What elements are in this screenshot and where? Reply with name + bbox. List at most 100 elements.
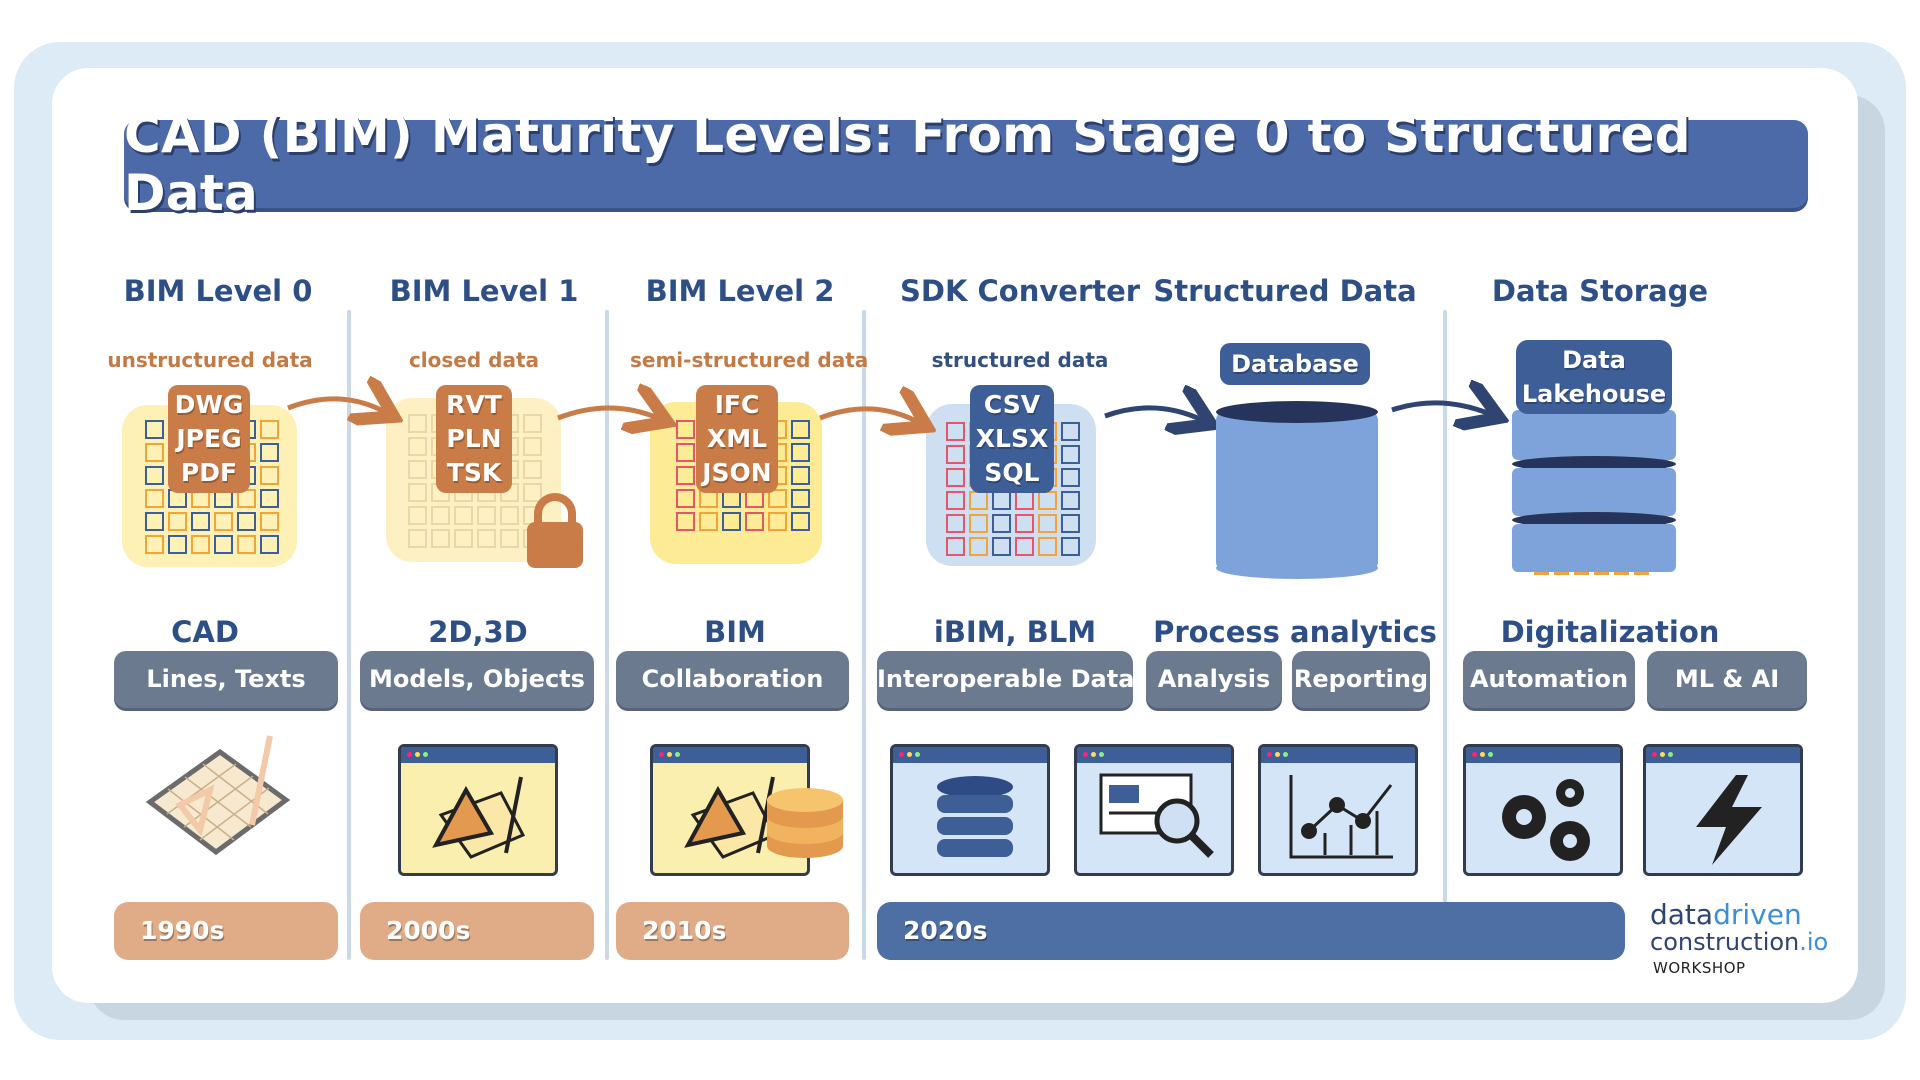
data-cell: [1015, 514, 1034, 533]
category-2d3d: 2D,3D: [428, 615, 528, 649]
subheading-unstructured: unstructured data: [107, 348, 313, 372]
era-2000s: 2000s: [360, 902, 594, 960]
arrow-icon: [287, 399, 385, 412]
pill-interoperable-data: Interoperable Data: [877, 651, 1134, 708]
chart-window-icon: [1258, 744, 1418, 876]
data-cell: [145, 489, 164, 508]
heading-structured-data: Structured Data: [1153, 274, 1417, 308]
format-dwg: DWG: [174, 390, 244, 419]
data-cell: [237, 512, 256, 531]
data-cell: [408, 460, 427, 479]
data-cell: [237, 535, 256, 554]
data-cell: [260, 466, 279, 485]
subheading-structured: structured data: [931, 348, 1109, 372]
data-cell: [214, 512, 233, 531]
format-jpeg: JPEG: [176, 424, 242, 453]
data-cell: [768, 512, 787, 531]
format-csv: CSV: [983, 390, 1041, 419]
data-cell: [768, 489, 787, 508]
heading-data-storage: Data Storage: [1491, 274, 1709, 308]
database-label: Database: [1220, 343, 1370, 385]
data-cell: [523, 460, 542, 479]
data-cell: [946, 422, 965, 441]
heading-bim-level-2: BIM Level 2: [645, 274, 835, 308]
pill-automation: Automation: [1463, 651, 1635, 708]
data-cell: [946, 491, 965, 510]
format-card-level1: RVT PLN TSK: [436, 385, 512, 493]
format-tsk: TSK: [446, 458, 502, 487]
arrow-icon: [819, 409, 918, 422]
category-ibim: iBIM, BLM: [933, 615, 1097, 649]
data-cell: [477, 529, 496, 548]
data-cell: [1015, 537, 1034, 556]
data-cell: [745, 512, 764, 531]
data-cell: [523, 437, 542, 456]
data-cell: [408, 529, 427, 548]
data-cell: [431, 529, 450, 548]
format-card-level0: DWG JPEG PDF: [168, 385, 250, 493]
data-cell: [523, 414, 542, 433]
data-cell: [791, 489, 810, 508]
data-cell: [676, 466, 695, 485]
data-cell: [408, 483, 427, 502]
data-cell: [676, 512, 695, 531]
pill-lines-texts: Lines, Texts: [114, 651, 338, 708]
data-cell: [1061, 491, 1080, 510]
lock-icon: [527, 493, 583, 568]
logo-data: data: [1650, 898, 1714, 931]
logo-driven: driven: [1713, 898, 1802, 931]
database-window-icon: [890, 744, 1050, 876]
data-cell: [145, 535, 164, 554]
format-ifc: IFC: [714, 390, 760, 419]
data-cell: [260, 420, 279, 439]
data-cell: [969, 537, 988, 556]
divider: [605, 310, 609, 960]
data-cell: [791, 420, 810, 439]
heading-sdk-converter: SDK Converter: [900, 274, 1141, 308]
data-cell: [454, 529, 473, 548]
data-cell: [145, 512, 164, 531]
arrow-icon: [1104, 408, 1202, 420]
data-cell: [477, 506, 496, 525]
data-cell: [791, 466, 810, 485]
data-cell: [145, 420, 164, 439]
data-cell: [946, 468, 965, 487]
era-2010s: 2010s: [616, 902, 849, 960]
data-cell: [145, 466, 164, 485]
lakehouse-label: Data Lakehouse: [1516, 340, 1672, 414]
data-cell: [946, 514, 965, 533]
format-card-level2: IFC XML JSON: [696, 385, 778, 493]
logo-io: .io: [1799, 928, 1829, 956]
category-process-analytics: Process analytics: [1153, 615, 1437, 649]
data-cell: [500, 529, 519, 548]
lightning-window-icon: [1643, 744, 1803, 876]
data-cell: [260, 512, 279, 531]
data-cell: [454, 506, 473, 525]
format-xlsx: XLSX: [975, 424, 1049, 453]
data-cell: [408, 506, 427, 525]
era-1990s: 1990s: [114, 902, 338, 960]
title-banner: CAD (BIM) Maturity Levels: From Stage 0 …: [124, 106, 1808, 222]
data-cell: [676, 489, 695, 508]
era-2020s: 2020s: [877, 902, 1625, 960]
data-cell: [969, 514, 988, 533]
data-cell: [791, 443, 810, 462]
data-cell: [191, 512, 210, 531]
data-cell: [145, 443, 164, 462]
data-cell: [1038, 537, 1057, 556]
data-cell: [1061, 445, 1080, 464]
analysis-window-icon: [1074, 744, 1234, 876]
data-cell: [791, 512, 810, 531]
data-cell: [676, 443, 695, 462]
arrow-icon: [1391, 403, 1490, 414]
format-json: JSON: [702, 458, 772, 487]
data-cell: [699, 512, 718, 531]
data-cell: [260, 489, 279, 508]
data-cell: [946, 537, 965, 556]
data-cell: [946, 445, 965, 464]
data-cell: [1061, 537, 1080, 556]
data-cell: [992, 514, 1011, 533]
format-sql: SQL: [984, 458, 1040, 487]
gears-window-icon: [1463, 744, 1623, 876]
data-cell: [1061, 514, 1080, 533]
